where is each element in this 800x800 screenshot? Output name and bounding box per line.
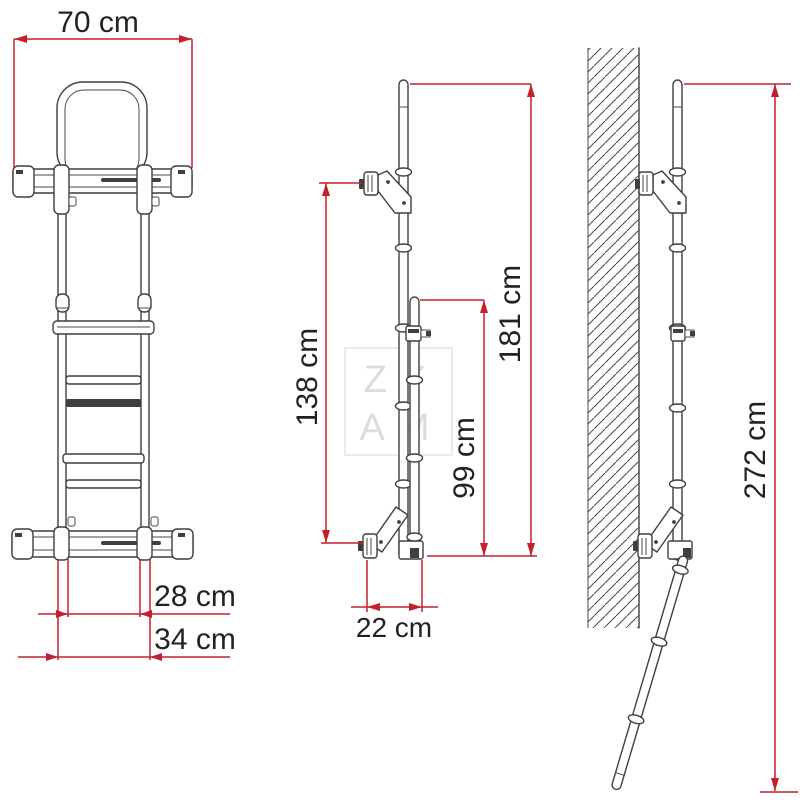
wall-mounted-view — [587, 47, 695, 791]
dim-272cm-label: 272 cm — [739, 401, 772, 499]
deployed-extension — [611, 555, 689, 791]
latch-clamp-side — [405, 325, 431, 342]
handle-hoop — [56, 81, 148, 179]
upper-bracket-wall — [635, 170, 687, 214]
rung — [62, 453, 145, 464]
rail-clamp — [53, 526, 70, 561]
side-rung-ends — [394, 167, 413, 489]
dim-34cm: 34 cm — [18, 623, 236, 661]
dim-181cm-label: 181 cm — [494, 265, 527, 363]
front-rungs — [52, 320, 155, 489]
dim-28cm-label: 28 cm — [154, 580, 236, 613]
lower-bracket-wall — [633, 506, 693, 560]
rung — [65, 375, 142, 385]
dim-272cm: 272 cm — [684, 83, 798, 793]
top-mounting-bar — [12, 164, 193, 215]
rail-clamp — [136, 164, 153, 215]
dim-34cm-label: 34 cm — [154, 623, 236, 656]
rail-clamp — [136, 526, 153, 561]
dim-28cm: 28 cm — [38, 559, 236, 660]
dim-99cm: 99 cm — [420, 299, 488, 556]
bottom-mounting-bar — [11, 516, 194, 561]
dim-99cm-label: 99 cm — [448, 417, 481, 499]
lower-bracket-side — [358, 506, 424, 560]
front-view — [11, 81, 194, 561]
wall-view-dimensions: 272 cm — [684, 83, 798, 793]
dim-138cm: 138 cm — [291, 182, 363, 544]
latch-clamp-wall — [670, 325, 695, 342]
dim-22cm-label: 22 cm — [356, 612, 432, 643]
extension-rail-caps-front — [55, 293, 152, 313]
dim-22cm: 22 cm — [351, 560, 438, 643]
side-view-folded — [358, 79, 431, 560]
side-view-dimensions: 138 cm 99 cm 181 cm 22 cm — [291, 83, 537, 643]
rail-clamp — [53, 164, 70, 215]
dim-70cm-label: 70 cm — [57, 6, 139, 39]
dim-181cm: 181 cm — [410, 83, 537, 557]
upper-bracket-side — [359, 170, 412, 214]
front-rails — [57, 211, 150, 535]
dim-138cm-label: 138 cm — [291, 328, 324, 426]
front-view-dimensions: 70 cm 28 cm 34 cm — [13, 6, 236, 661]
rung — [66, 399, 141, 407]
wall-hatching — [587, 47, 640, 629]
rung — [65, 479, 142, 489]
dim-70cm: 70 cm — [13, 6, 193, 168]
